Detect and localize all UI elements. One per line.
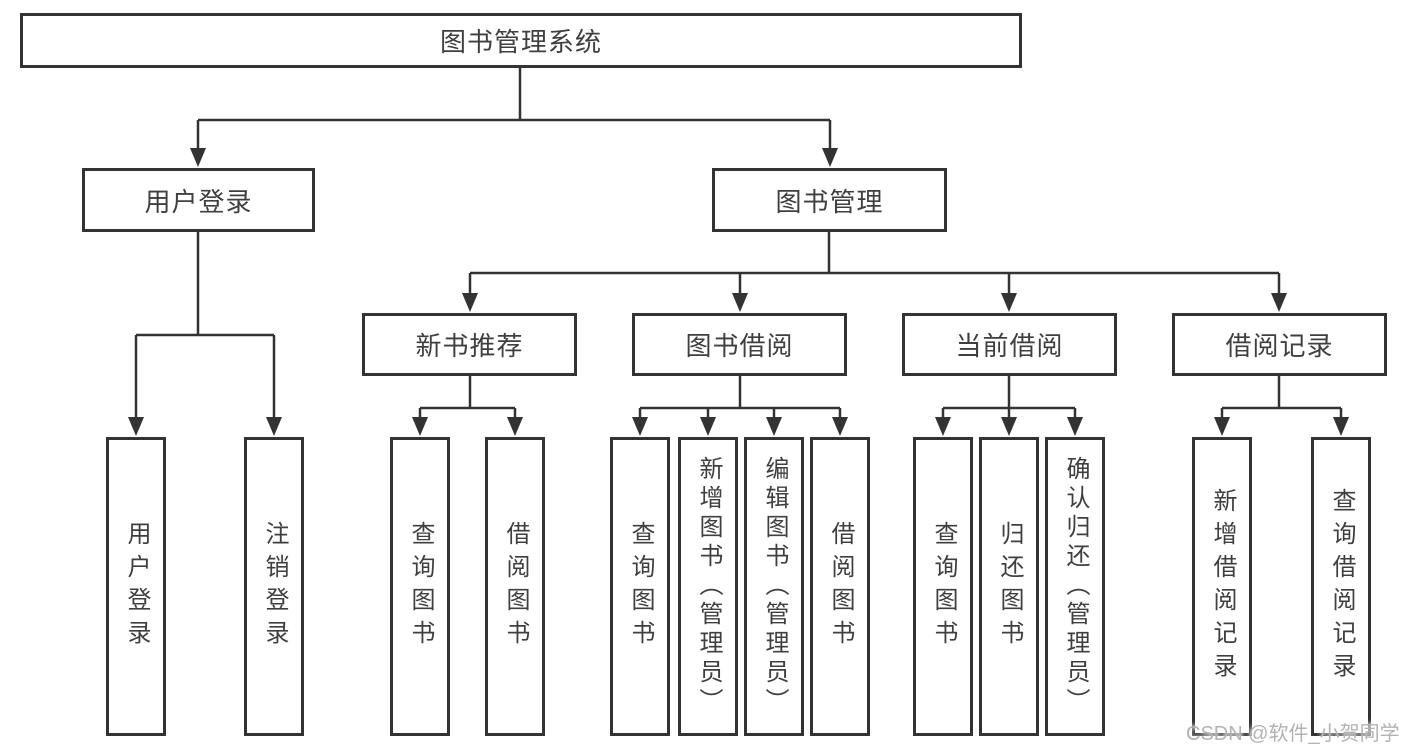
arrowheads: [128, 148, 1349, 436]
leaf-confirm-return-admin: 确认归还（管理员）: [1045, 437, 1105, 736]
leaf-query-books-borrowing: 查询图书: [610, 437, 670, 736]
leaf-user-login: 用户登录: [106, 437, 166, 736]
node-label: 确认归还（管理员）: [1062, 456, 1089, 717]
node-label: 注销登录: [261, 520, 288, 653]
node-library-management-system: 图书管理系统: [20, 13, 1022, 68]
leaf-logout: 注销登录: [244, 437, 304, 736]
node-label: 编辑图书（管理员）: [761, 456, 788, 717]
node-label: 图书管理系统: [439, 27, 602, 57]
node-label: 图书管理: [775, 186, 884, 217]
node-label: 用户登录: [144, 186, 253, 217]
leaf-add-books-admin: 新增图书（管理员）: [678, 437, 738, 736]
node-label: 查询借阅记录: [1328, 487, 1355, 686]
node-label: 新增图书（管理员）: [695, 456, 722, 717]
watermark-csdn: CSDN @软件_小贺同学: [1186, 723, 1400, 745]
node-label: 当前借阅: [955, 331, 1064, 361]
node-book-borrowing: 图书借阅: [632, 313, 847, 376]
node-label: 归还图书: [996, 520, 1023, 653]
leaf-add-borrow-record: 新增借阅记录: [1192, 437, 1252, 736]
node-new-book-recommendation: 新书推荐: [362, 313, 577, 376]
leaf-borrow-books-borrowing: 借阅图书: [810, 437, 870, 736]
node-label: 借阅图书: [502, 520, 529, 653]
node-label: 新书推荐: [415, 331, 524, 361]
node-label: 新增借阅记录: [1209, 487, 1236, 686]
node-label: 借阅图书: [827, 520, 854, 653]
node-current-borrowing: 当前借阅: [902, 313, 1117, 376]
leaf-query-books-recommendation: 查询图书: [390, 437, 450, 736]
node-user-login: 用户登录: [82, 168, 315, 232]
node-book-management: 图书管理: [712, 168, 947, 232]
node-label: 图书借阅: [685, 331, 794, 361]
node-label: 查询图书: [407, 520, 434, 653]
node-label: 用户登录: [123, 520, 150, 653]
leaf-query-borrow-record: 查询借阅记录: [1311, 437, 1371, 736]
leaf-edit-books-admin: 编辑图书（管理员）: [744, 437, 804, 736]
leaf-return-books: 归还图书: [979, 437, 1039, 736]
node-borrowing-records: 借阅记录: [1172, 313, 1387, 376]
node-label: 查询图书: [627, 520, 654, 653]
node-label: 查询图书: [930, 520, 957, 653]
leaf-query-books-current: 查询图书: [913, 437, 973, 736]
leaf-borrow-books-recommendation: 借阅图书: [485, 437, 545, 736]
node-label: 借阅记录: [1225, 331, 1334, 361]
